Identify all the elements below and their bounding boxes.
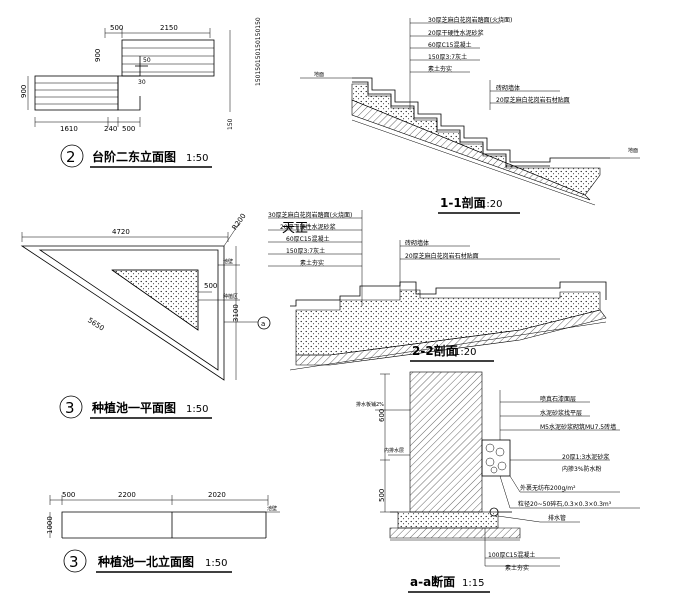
layer-3: 60厚C15混凝土 xyxy=(286,235,329,243)
dim-diag: 5650 xyxy=(86,316,105,332)
layer-5: 素土夯实 xyxy=(428,65,452,73)
level-left: 地面 xyxy=(314,71,324,78)
label-edge: 池壁 xyxy=(223,258,233,265)
section-a-a: 600 500 排水板铺2% 内排水层 喷真石漆面层 水泥砂浆找平层 M5水泥砂… xyxy=(356,371,640,593)
drawing-number: 2 xyxy=(66,148,76,166)
dim-2: 2200 xyxy=(118,491,136,499)
section-scale: 1:20 xyxy=(454,347,476,358)
dim-height: 1000 xyxy=(46,516,54,534)
section-scale: 1:20 xyxy=(480,199,502,210)
dim-top-1: 500 xyxy=(110,24,123,32)
layer-1: 30厚芝麻白花岗岩踏面(火烧面) xyxy=(428,16,512,24)
dim-left-lower: 900 xyxy=(20,85,28,98)
note-mortar: 20厚1:3水泥砂浆 xyxy=(562,453,609,461)
note-base: 100厚C15混凝土 xyxy=(488,551,535,559)
drawing-scale: 1:50 xyxy=(205,558,227,569)
note-gravel: 粒径20~50碎石,0.3×0.3×0.3m³ xyxy=(518,500,612,508)
drawing-scale: 1:50 xyxy=(186,153,208,164)
note-fabric: 外裹无纺布200g/m² xyxy=(520,484,576,492)
dim-step: 30 xyxy=(138,79,146,86)
note-cladding: 20厚芝麻白花岗岩石材贴面 xyxy=(405,252,479,260)
drawing-title: 台阶二东立面图 xyxy=(92,149,176,164)
note-3: M5水泥砂浆砌筑MU7.5砖墙 xyxy=(540,423,616,431)
dim-right: 150150150150150150 xyxy=(255,17,262,86)
layer-4: 150厚3:7灰土 xyxy=(286,247,325,255)
label-edge: 池壁 xyxy=(267,505,277,512)
dim-left-upper: 900 xyxy=(94,49,102,62)
note-1: 喷真石漆面层 xyxy=(540,395,576,403)
dim-radius: R200 xyxy=(231,212,248,232)
note-soil: 素土夯实 xyxy=(505,564,529,572)
section-title: a-a断面 xyxy=(410,574,455,589)
drawing-scale: 1:50 xyxy=(186,404,208,415)
section-1-1: 30厚芝麻白花岗岩踏面(火烧面) 20厚干硬性水泥砂浆 60厚C15混凝土 15… xyxy=(300,16,640,214)
dim-3: 2020 xyxy=(208,491,226,499)
watermark: 天正 xyxy=(282,221,308,236)
dim-bottom-3: 500 xyxy=(122,125,135,133)
section-scale: 1:15 xyxy=(462,578,484,589)
layer-2: 20厚干硬性水泥砂浆 xyxy=(280,223,336,231)
note-cladding: 20厚芝麻白花岗岩石材贴面 xyxy=(496,96,570,104)
dim-1: 500 xyxy=(62,491,75,499)
layer-4: 150厚3:7灰土 xyxy=(428,53,467,61)
dim-right-bottom: 150 xyxy=(227,118,234,130)
dim-top: 4720 xyxy=(112,228,130,236)
drawing-title: 种植池一平面图 xyxy=(91,400,176,415)
drawing-title: 种植池一北立面图 xyxy=(97,554,194,569)
dim-top-2: 2150 xyxy=(160,24,178,32)
section-mark: a xyxy=(261,320,265,328)
label-top-left: 排水板铺2% xyxy=(356,401,384,408)
dim-upper: 600 xyxy=(378,409,386,422)
note-mortar-2: 内掺3%防水粉 xyxy=(562,465,602,473)
layer-2: 20厚干硬性水泥砂浆 xyxy=(428,29,484,37)
stair-east-elevation: 500 2150 900 30 50 900 15015015015015015… xyxy=(20,17,262,168)
section-2-2: 30厚芝麻白花岗岩踏面(火烧面) 20厚干硬性水泥砂浆 60厚C15混凝土 15… xyxy=(268,210,607,371)
dim-step-2: 50 xyxy=(143,57,151,64)
dim-lower: 500 xyxy=(378,489,386,502)
label-mid-left: 内排水层 xyxy=(384,447,404,454)
dim-bottom-1: 1610 xyxy=(60,125,78,133)
layer-5: 素土夯实 xyxy=(300,259,324,267)
note-2: 水泥砂浆找平层 xyxy=(540,409,582,417)
layer-1: 30厚芝麻白花岗岩踏面(火烧面) xyxy=(268,211,352,219)
planter-north-elevation: 500 2200 2020 1000 池壁 3 种植池一北立面图 1:50 xyxy=(46,491,280,573)
dim-bottom-2: 240 xyxy=(104,125,117,133)
drawing-number: 3 xyxy=(65,399,75,417)
note-wall: 砖砌墙体 xyxy=(496,84,520,92)
dim-inner: 500 xyxy=(204,282,217,290)
section-title: 1-1剖面 xyxy=(440,195,486,210)
planter-plan: 4720 5650 R200 3100 500 池壁 种植区 a 3 种植池一平… xyxy=(20,212,271,419)
drawing-number: 3 xyxy=(69,553,79,571)
section-title: 2-2剖面 xyxy=(412,343,458,358)
level-right: 地面 xyxy=(628,147,638,154)
label-plant: 种植区 xyxy=(223,293,238,300)
note-wall: 砖砌墙体 xyxy=(405,239,429,247)
note-drain: 排水管 xyxy=(548,514,566,522)
layer-3: 60厚C15混凝土 xyxy=(428,41,471,49)
dim-right: 3100 xyxy=(232,304,240,322)
